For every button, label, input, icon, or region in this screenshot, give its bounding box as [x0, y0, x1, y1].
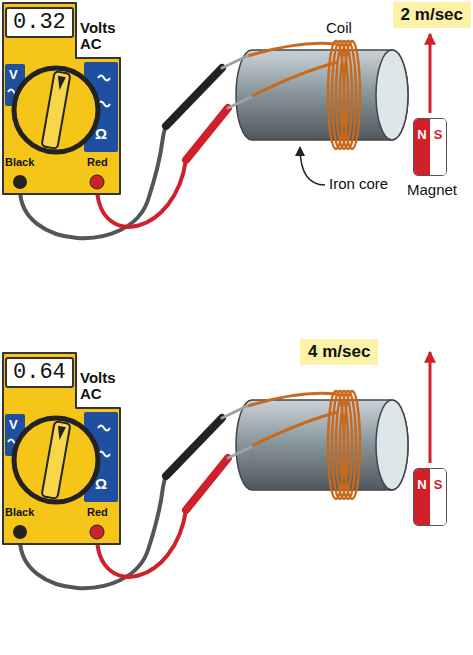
- red-jack: [90, 525, 104, 539]
- speed-value: 2 m/sec: [401, 5, 463, 25]
- bar-magnet: NS: [413, 118, 447, 176]
- iron-core: [236, 400, 408, 490]
- speed-value: 4 m/sec: [308, 342, 370, 362]
- pole-label: N: [414, 119, 430, 175]
- black-probe: [166, 68, 222, 126]
- experiment-panel: [3, 3, 430, 238]
- range-symbol: V: [9, 418, 18, 432]
- leader-line: [300, 147, 325, 185]
- selector-dial: [14, 418, 98, 502]
- coil-lead: [252, 412, 338, 446]
- black-jack: [13, 525, 27, 539]
- part-label: Coil: [326, 20, 352, 36]
- coil-lead: [248, 393, 336, 406]
- black-jack: [13, 175, 27, 189]
- coil-lead: [252, 62, 338, 96]
- red-probe: [186, 108, 228, 160]
- ac-symbol: [98, 426, 110, 431]
- speed-box: 2 m/sec: [393, 2, 471, 28]
- unit-label: Volts AC: [80, 370, 126, 402]
- dial-pointer: [56, 76, 66, 91]
- jack-label: Black: [5, 507, 34, 519]
- reading-value: 0.64: [13, 360, 66, 385]
- motion-arrow: [429, 352, 432, 463]
- experiment-panel: [3, 352, 430, 588]
- iron-core-end: [376, 50, 408, 140]
- jack-label: Red: [87, 507, 108, 519]
- dial-pointer: [56, 426, 66, 441]
- red-probe: [186, 458, 228, 510]
- motion-arrow: [429, 34, 432, 113]
- coil-turn: [340, 391, 356, 499]
- dial-knob: [42, 71, 71, 149]
- pole-label: S: [430, 119, 446, 175]
- jack-label: Red: [87, 157, 108, 169]
- pole-label: N: [414, 469, 430, 525]
- pole-label: S: [430, 469, 446, 525]
- range-symbol: Ω: [95, 476, 107, 492]
- reading-value: 0.32: [13, 10, 66, 35]
- meter-display: 0.32: [5, 7, 74, 38]
- jack-label: Black: [5, 157, 34, 169]
- range-symbol: V: [9, 68, 18, 82]
- black-probe: [166, 418, 222, 476]
- meter-display: 0.64: [5, 357, 74, 388]
- coil-turn: [344, 41, 360, 149]
- coil-lead: [248, 43, 336, 56]
- probe-tip: [228, 97, 251, 108]
- iron-core-end: [376, 400, 408, 490]
- unit-label: Volts AC: [80, 20, 126, 52]
- speed-box: 4 m/sec: [300, 339, 378, 365]
- iron-core: [236, 50, 408, 140]
- probe-tip: [222, 56, 247, 68]
- probe-tip: [222, 406, 247, 418]
- bar-magnet: NS: [413, 468, 447, 526]
- range-symbol: Ω: [95, 126, 107, 142]
- coil-turn: [344, 391, 360, 499]
- selector-dial: [14, 68, 98, 152]
- part-label: Iron core: [329, 176, 388, 192]
- coil-turn: [340, 41, 356, 149]
- part-label: Magnet: [407, 182, 457, 198]
- dial-knob: [42, 421, 71, 499]
- probe-tip: [228, 447, 251, 458]
- ac-symbol: [98, 76, 110, 81]
- red-jack: [90, 175, 104, 189]
